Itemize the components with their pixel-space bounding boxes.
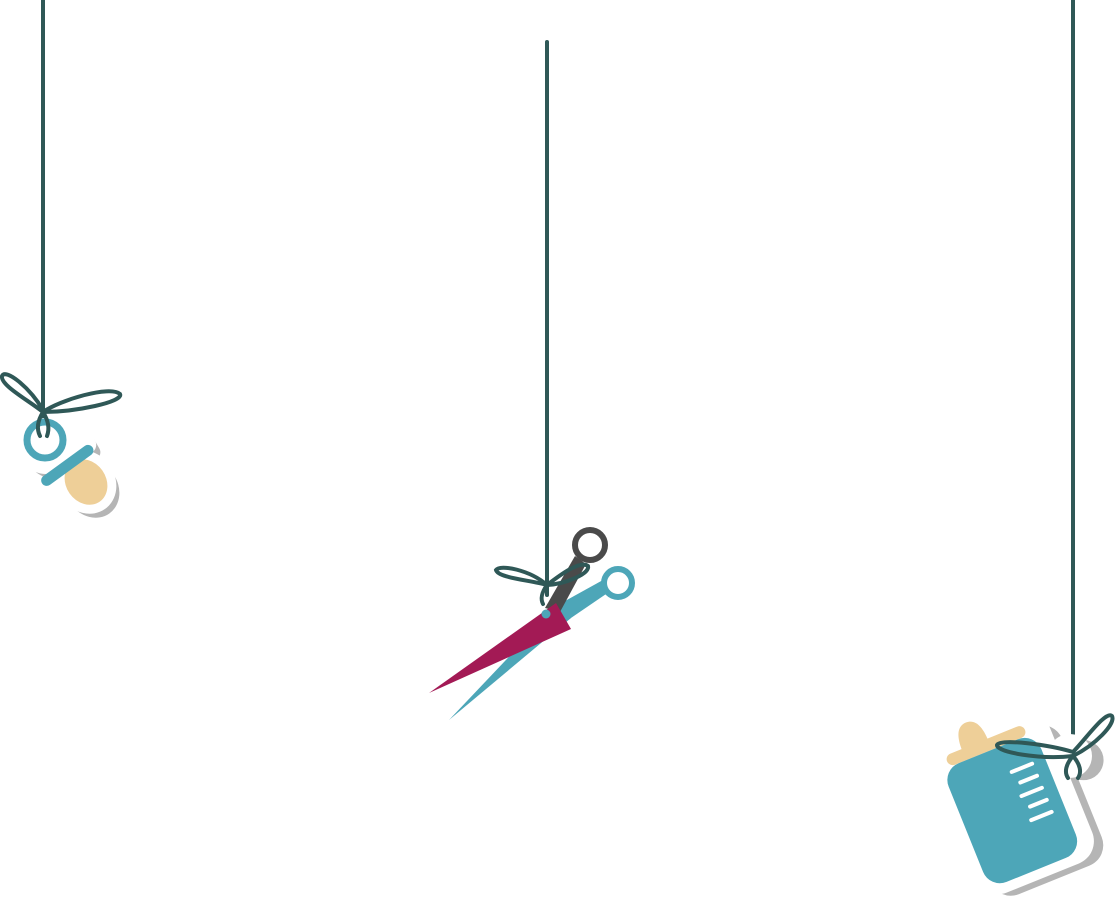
baby-bottle-hanging-group <box>931 0 1115 896</box>
pacifier-bow <box>0 372 122 438</box>
pacifier-hanging-group <box>0 0 122 518</box>
baby-bottle-icon <box>931 711 1104 896</box>
bottle-bow <box>995 713 1115 780</box>
scissors-bow <box>493 562 590 606</box>
scissors-hanging-group <box>429 40 635 720</box>
scissors-icon <box>429 527 635 720</box>
bottle-marks <box>1009 761 1054 823</box>
pacifier-icon <box>18 418 120 518</box>
